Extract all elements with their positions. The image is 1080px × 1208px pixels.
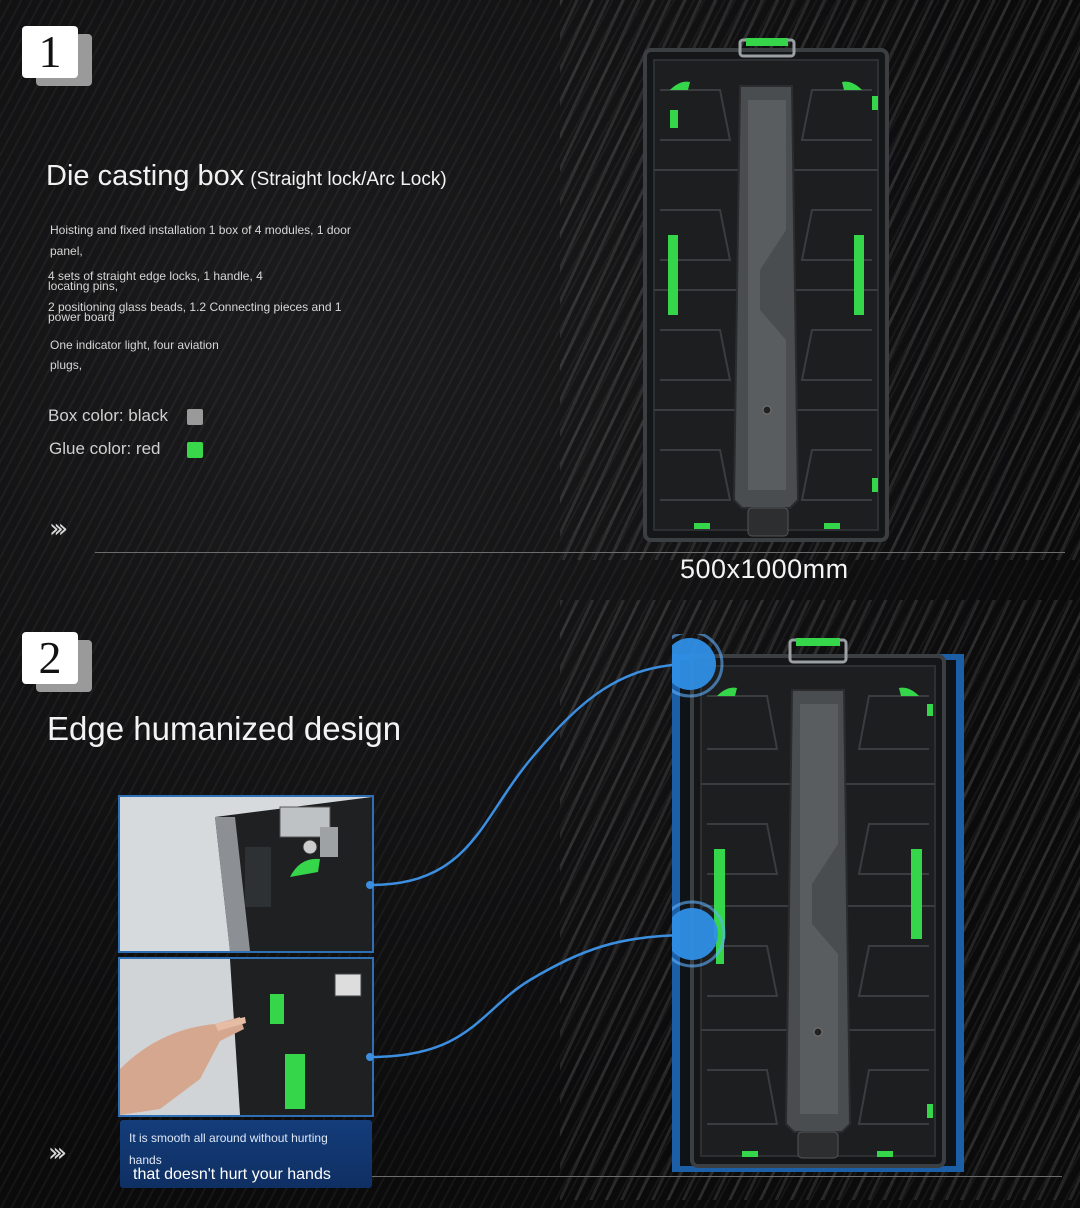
section-number-badge-1: 1 <box>22 26 92 86</box>
box-color-swatch <box>187 409 203 425</box>
caption-line-1: It is smooth all around without hurting … <box>129 1127 364 1171</box>
glue-color-label: Glue color: red <box>49 439 161 458</box>
desc-line-6: power board <box>48 310 115 324</box>
detail-photo-bottom <box>118 957 374 1117</box>
section-number-2: 2 <box>22 632 78 684</box>
section-number-1: 1 <box>22 26 78 78</box>
title-subtitle: (Straight lock/Arc Lock) <box>250 169 447 190</box>
glue-color-swatch <box>187 442 203 458</box>
detail-photo-top <box>118 795 374 953</box>
box-color-label: Box color: black <box>48 406 168 425</box>
desc-line-2: panel, <box>50 244 83 258</box>
section-title-die-casting-box: Die casting box(Straight lock/Arc Lock) <box>46 160 447 193</box>
desc-line-5: 2 positioning glass beads, 1.2 Connectin… <box>48 300 342 314</box>
caption-text-2: hands <box>129 1153 162 1167</box>
divider-line-1 <box>95 552 1065 553</box>
desc-line-3: 4 sets of straight edge locks, 1 handle,… <box>48 269 263 283</box>
cabinet-illustration-2 <box>672 634 964 1172</box>
caption-line-3: that doesn't hurt your hands <box>133 1166 331 1183</box>
section-number-badge-2: 2 <box>22 632 92 692</box>
title-text: Die casting box <box>46 160 245 192</box>
caption-box <box>120 1120 372 1188</box>
desc-line-8: plugs, <box>50 358 83 372</box>
section-title-edge-humanized-design: Edge humanized design <box>47 710 402 747</box>
dimension-label: 500x1000mm <box>680 554 849 584</box>
caption-text-1: It is smooth all around without hurting <box>129 1131 328 1145</box>
cabinet-illustration-1 <box>643 38 889 542</box>
desc-line-7: One indicator light, four aviation <box>50 338 219 352</box>
desc-line-4: locating pins, <box>48 279 119 293</box>
desc-line-1: Hoisting and fixed installation 1 box of… <box>50 223 351 237</box>
divider-line-2 <box>372 1176 1062 1177</box>
